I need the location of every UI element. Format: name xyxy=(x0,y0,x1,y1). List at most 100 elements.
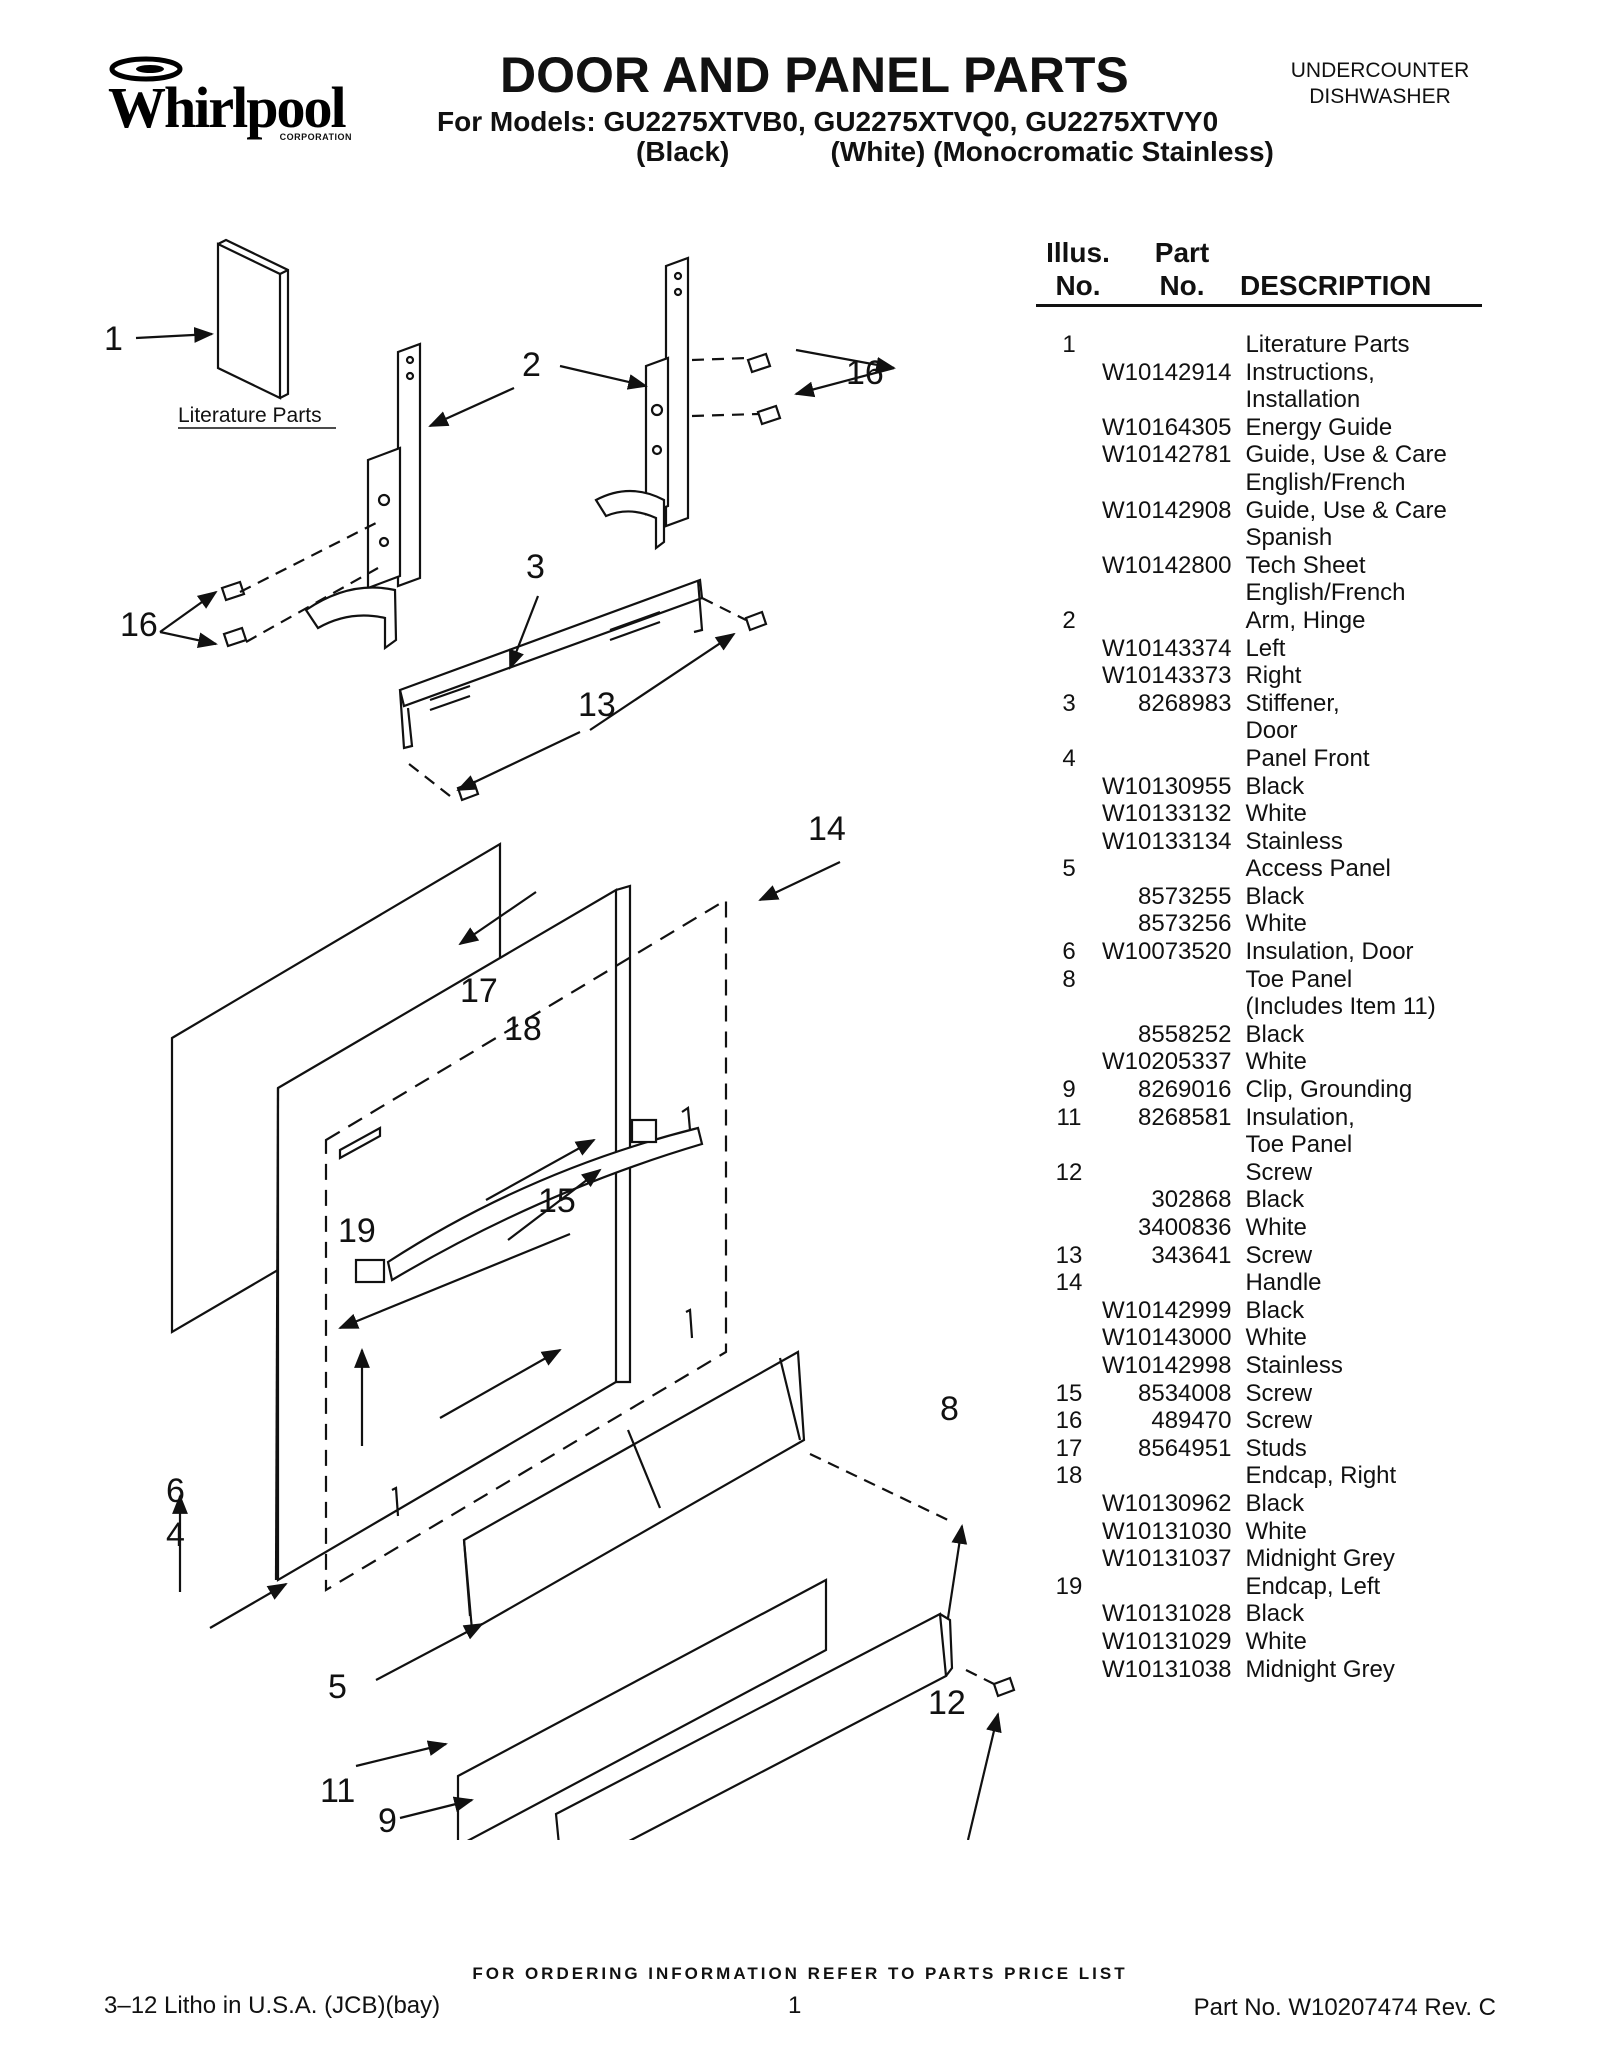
part-number: 8269016 xyxy=(1138,1076,1232,1104)
part-description: Screw xyxy=(1245,1379,1313,1407)
stud-right xyxy=(685,1308,694,1339)
illus-number: 8 xyxy=(1062,965,1076,993)
part-number: 489470 xyxy=(1151,1407,1232,1435)
col-illus-header: Illus. No. xyxy=(1036,236,1120,302)
part-description: Black xyxy=(1245,882,1305,910)
part-description: English/French xyxy=(1245,468,1406,496)
part-number: W10131030 xyxy=(1102,1517,1232,1545)
col-description-header: DESCRIPTION xyxy=(1240,270,1432,301)
litho-info: 3–12 Litho in U.S.A. (JCB)(bay) xyxy=(104,1992,441,2019)
part-number xyxy=(1102,579,1245,607)
illus-number: 2 xyxy=(1062,606,1076,634)
part-number xyxy=(1102,1462,1245,1490)
col-part-line2: No. xyxy=(1159,270,1205,301)
callout-1: 1 xyxy=(104,320,123,358)
part-description: Clip, Grounding xyxy=(1245,1076,1413,1104)
part-description: Right xyxy=(1245,662,1302,690)
callout-13: 13 xyxy=(578,686,616,724)
illus-number xyxy=(1036,1628,1102,1656)
appliance-type-line2: DISHWASHER xyxy=(1309,85,1451,108)
appliance-type: UNDERCOUNTER DISHWASHER xyxy=(1270,58,1490,110)
illus-number xyxy=(1036,1131,1102,1159)
illus-number xyxy=(1036,1297,1102,1325)
parts-row: 1 Literature Parts xyxy=(1036,331,1496,359)
parts-row: Door xyxy=(1036,717,1496,745)
illus-number xyxy=(1036,524,1102,552)
illus-number xyxy=(1036,414,1102,442)
model-list: For Models: GU2275XTVB0, GU2275XTVQ0, GU… xyxy=(437,106,1219,137)
part-number xyxy=(1102,1131,1245,1159)
part-description: Energy Guide xyxy=(1245,413,1393,441)
callout-17: 17 xyxy=(460,972,498,1010)
part-number: W10143000 xyxy=(1102,1324,1232,1352)
illus-number: 1 xyxy=(1062,331,1076,358)
part-number: W10131029 xyxy=(1102,1627,1232,1655)
part-description: Screw xyxy=(1245,1241,1313,1269)
illus-number: 11 xyxy=(1056,1103,1082,1131)
callout-4: 4 xyxy=(166,1516,185,1554)
part-number: W10142999 xyxy=(1102,1296,1232,1324)
access-panel xyxy=(462,1350,806,1632)
parts-row: English/French xyxy=(1036,469,1496,497)
document-part-number: Part No. W10207474 Rev. C xyxy=(1193,1994,1496,2021)
parts-row: (Includes Item 11) xyxy=(1036,993,1496,1021)
toe-panel xyxy=(554,1612,954,1840)
part-description: Studs xyxy=(1245,1434,1307,1462)
part-description: Literature Parts xyxy=(1245,331,1410,358)
part-description: Black xyxy=(1245,1020,1305,1048)
col-illus-line1: Illus. xyxy=(1046,237,1110,268)
part-description: White xyxy=(1245,800,1307,828)
illus-number xyxy=(1036,773,1102,801)
callout-19: 19 xyxy=(338,1212,376,1250)
part-description: White xyxy=(1245,910,1307,938)
part-description: Black xyxy=(1245,1600,1305,1628)
part-number xyxy=(1102,524,1245,552)
illus-number xyxy=(1036,910,1102,938)
illus-number xyxy=(1036,1545,1102,1573)
part-number: W10133134 xyxy=(1102,827,1232,855)
parts-row: W10131030 White xyxy=(1036,1518,1496,1546)
appliance-type-line1: UNDERCOUNTER xyxy=(1290,59,1470,82)
part-description: White xyxy=(1245,1517,1307,1545)
illus-number xyxy=(1036,883,1102,911)
part-description: Black xyxy=(1245,1489,1305,1517)
illus-number: 14 xyxy=(1055,1269,1083,1297)
illus-number xyxy=(1036,1490,1102,1518)
brand-name: Whirlpool xyxy=(108,75,347,140)
callout-12: 12 xyxy=(928,1684,966,1722)
illus-number: 18 xyxy=(1055,1462,1083,1490)
callout-2: 2 xyxy=(522,346,541,384)
illus-number: 5 xyxy=(1062,855,1076,883)
literature-parts-label: Literature Parts xyxy=(178,404,322,427)
illus-number xyxy=(1036,1656,1102,1684)
parts-row: Installation xyxy=(1036,386,1496,414)
illus-number: 16 xyxy=(1055,1407,1083,1435)
callout-14: 14 xyxy=(808,810,846,848)
illus-number xyxy=(1036,1186,1102,1214)
illus-number xyxy=(1036,1324,1102,1352)
page-title: DOOR AND PANEL PARTS xyxy=(500,47,1129,103)
part-number xyxy=(1102,745,1245,773)
stud-left xyxy=(391,1486,400,1517)
part-number: W10142800 xyxy=(1102,551,1232,579)
illus-number xyxy=(1036,1352,1102,1380)
part-number xyxy=(1102,993,1245,1021)
part-number: W10073520 xyxy=(1102,938,1232,966)
illus-number: 6 xyxy=(1062,938,1076,966)
part-number: 8534008 xyxy=(1138,1379,1232,1407)
